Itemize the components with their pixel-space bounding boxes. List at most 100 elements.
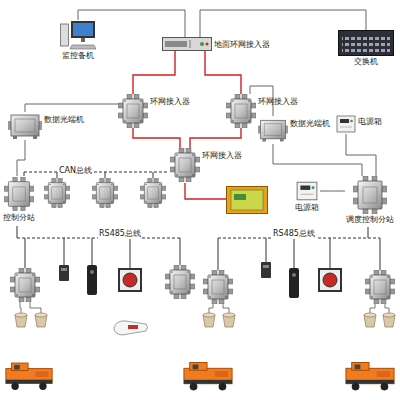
station-device: 调度控制分站	[345, 176, 395, 225]
sensor	[383, 313, 395, 327]
junction-device: 环网接入器	[118, 94, 190, 128]
rack-device: 地面环网接入器	[162, 37, 270, 51]
network-cable	[190, 128, 241, 148]
network-cable	[133, 128, 180, 148]
network-cable	[25, 104, 118, 112]
reader-device	[59, 265, 69, 281]
junction-box	[10, 268, 40, 302]
switch-device: 交换机	[338, 30, 394, 67]
rs485-bus	[64, 238, 65, 265]
locomotive	[6, 363, 52, 390]
junction-icon	[226, 94, 256, 128]
device-label: 地面环网接入器	[214, 40, 270, 50]
power-icon	[297, 182, 317, 200]
optical-icon	[8, 115, 42, 139]
rs485-bus	[17, 226, 182, 268]
junction-box	[140, 178, 166, 207]
device-label: 电源箱	[295, 203, 319, 213]
optical-icon	[258, 120, 288, 141]
power-device: 电源箱	[294, 180, 320, 213]
power-icon	[337, 116, 355, 132]
sensor	[364, 313, 376, 327]
junction-device: 环网接入器	[170, 148, 242, 182]
rs485-bus	[17, 226, 18, 238]
device-label: 调度控制分站	[346, 215, 394, 225]
computer-icon	[60, 20, 96, 50]
device-label: 环网接入器	[150, 97, 190, 107]
bus-label: RS485总线	[98, 229, 142, 239]
network-cable	[205, 51, 241, 94]
signal-device	[87, 265, 97, 295]
sensor-wire	[385, 304, 389, 313]
bus-label: CAN总线	[58, 166, 93, 176]
rs485-bus	[266, 238, 267, 262]
computer-device: 监控备机	[60, 20, 96, 61]
can-bus	[105, 172, 106, 178]
computer-icon	[61, 21, 97, 49]
junction-box	[203, 270, 233, 304]
display-screen	[227, 187, 268, 214]
red-signal-light	[119, 269, 141, 291]
network-cable	[133, 51, 175, 94]
sensor-wire	[209, 304, 213, 313]
bus-label: RS485总线	[272, 229, 316, 239]
rs485-bus	[218, 227, 380, 270]
switch-icon	[339, 31, 394, 56]
power-icon	[336, 114, 356, 134]
switch-icon	[338, 30, 394, 56]
rs485-bus	[218, 238, 219, 270]
device-label: 电源箱	[358, 117, 382, 127]
sensor	[223, 313, 235, 327]
rs485-bus	[92, 238, 93, 265]
station-icon	[353, 176, 387, 214]
sensor	[203, 313, 215, 327]
locomotive	[184, 363, 232, 391]
network-cable	[273, 144, 362, 176]
can-bus	[24, 172, 25, 176]
junction-icon	[118, 94, 148, 128]
network-cable	[320, 191, 345, 192]
device-label: 环网接入器	[258, 97, 298, 107]
rs485-bus	[380, 238, 381, 270]
junction-box	[92, 178, 118, 207]
rs485-bus	[368, 227, 369, 238]
can-bus	[24, 172, 168, 173]
handheld-device	[114, 321, 148, 335]
sensor-wire	[20, 302, 389, 313]
optical-device: 数据光端机	[258, 116, 330, 144]
station-device: 控制分站	[2, 176, 36, 223]
can-bus	[153, 172, 154, 178]
device-label: 交换机	[354, 57, 378, 67]
sensor-wire	[223, 304, 229, 313]
power-icon	[294, 180, 320, 202]
sensor-wire	[20, 302, 21, 313]
station-icon	[353, 176, 387, 214]
device-label: 控制分站	[3, 213, 35, 223]
device-label: 数据光端机	[290, 119, 330, 129]
sensor-wire	[30, 302, 41, 313]
reader-device	[261, 262, 271, 278]
optical-icon	[258, 116, 288, 144]
device-label: 环网接入器	[202, 151, 242, 161]
junction-box	[165, 265, 195, 299]
junction-icon	[170, 148, 200, 182]
signal-device	[289, 268, 299, 298]
rs485-bus	[180, 238, 181, 265]
junction-icon	[118, 94, 148, 128]
junction-icon	[170, 148, 200, 182]
sensor	[15, 313, 27, 327]
rack-icon	[162, 37, 212, 51]
optical-icon	[8, 112, 42, 140]
can-bus	[24, 172, 168, 178]
device-label: 数据光端机	[44, 115, 84, 125]
red-signal-light	[319, 269, 341, 291]
network-cable	[346, 134, 376, 176]
screen-wire	[185, 183, 226, 199]
station-icon	[4, 177, 34, 211]
network-cable	[17, 140, 25, 176]
sensor-wire	[370, 304, 375, 313]
station-icon	[4, 176, 34, 212]
